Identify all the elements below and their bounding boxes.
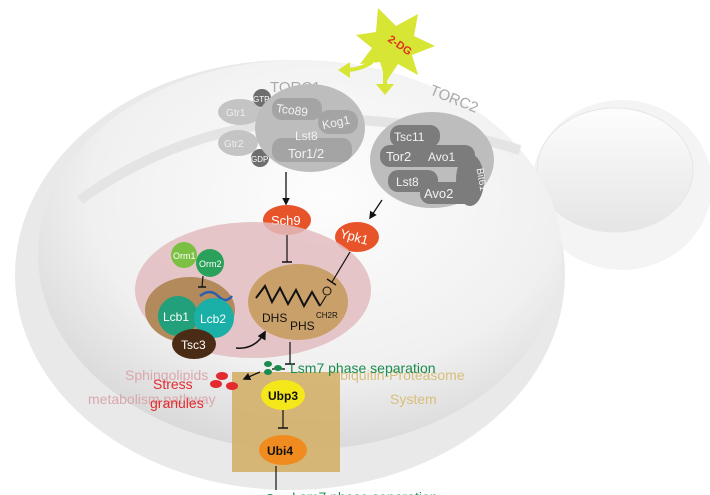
spt-to-lipid-arrow	[235, 330, 266, 349]
torc2-subunits-1: Tor2	[386, 149, 411, 164]
sphingolipid-spt-1: Lcb2	[200, 312, 226, 326]
sphingolipid-orm-1: Orm2	[199, 259, 222, 269]
stress-granules-label-2: granules	[150, 395, 204, 411]
torc2-subunits-3: Lst8	[396, 175, 419, 189]
sphingolipid-lipids-1: PHS	[290, 319, 315, 333]
sphingolipid-lipids-0: DHS	[262, 311, 287, 325]
kinases-ypk1: Ypk1	[339, 226, 371, 248]
ups-ubi4: Ubi4	[267, 444, 293, 458]
torc1-gtpases-0: Gtr1	[226, 108, 246, 119]
lipid-node: DHS PHS CH2R	[248, 264, 348, 340]
sphingolipid-spt-2: Tsc3	[181, 338, 206, 352]
lsm7-label: Lsm7 phase separation	[290, 360, 436, 376]
sphingolipid-spt-0: Lcb1	[163, 310, 189, 324]
ups-label: Ubiquitin-Proteasome	[330, 367, 465, 383]
torc1-subunits-0: Tco89	[275, 101, 309, 119]
sphingolipid-orm-0: Orm1	[173, 251, 196, 261]
sphingolipid-pathway-label-2: metabolism pathway	[88, 391, 216, 407]
torc2-to-ypk1-arrow	[369, 199, 383, 220]
torc2-subunits-4: Avo2	[424, 186, 453, 201]
outputs-lsm7: Lsm7 phase separation	[292, 489, 438, 495]
ubp3-node: Ubp3	[261, 380, 305, 410]
torc1-subunits-2: Lst8	[295, 129, 318, 143]
torc1-subunits-3: Tor1/2	[288, 146, 324, 161]
yeast-bud	[532, 100, 710, 270]
lsm7-to-stress-arrow	[242, 371, 261, 381]
ypk1-node: Ypk1	[335, 222, 379, 252]
lsm7-granules-icon	[264, 361, 282, 375]
stress-granules-icon	[210, 372, 238, 390]
sphingolipid-pathway-label: Sphingolipids	[125, 367, 208, 383]
stress-granules-label: Stress	[153, 376, 193, 392]
ubi4-node: Ubi4	[259, 435, 307, 465]
torc2-subunits-5: Bit61	[474, 167, 489, 192]
sphingolipid-chem: CH2R	[316, 311, 338, 320]
starburst-icon	[356, 8, 435, 82]
torc1-gtpases-1: Gtr2	[224, 139, 244, 150]
torc1-nucleotides-0: GTP	[253, 95, 269, 104]
ups-ubp3: Ubp3	[268, 389, 298, 403]
torc1-nucleotides-1: GDP	[251, 155, 268, 164]
torc1-subunits-1: Kog1	[321, 113, 352, 133]
2dg-stimulus: 2-DG	[338, 8, 435, 95]
torc2-subunits-2: Avo1	[428, 150, 455, 164]
ups-label-2: System	[390, 391, 437, 407]
spt-complex: Orm1 Orm2 Lcb1 Lcb2 Tsc3	[145, 242, 235, 359]
torc2-subunits-0: Tsc11	[394, 130, 425, 144]
torc1-complex: TORC1 Gtr1 Gtr2 GTP GDP Tco89 Kog1 Lst8 …	[218, 79, 365, 172]
